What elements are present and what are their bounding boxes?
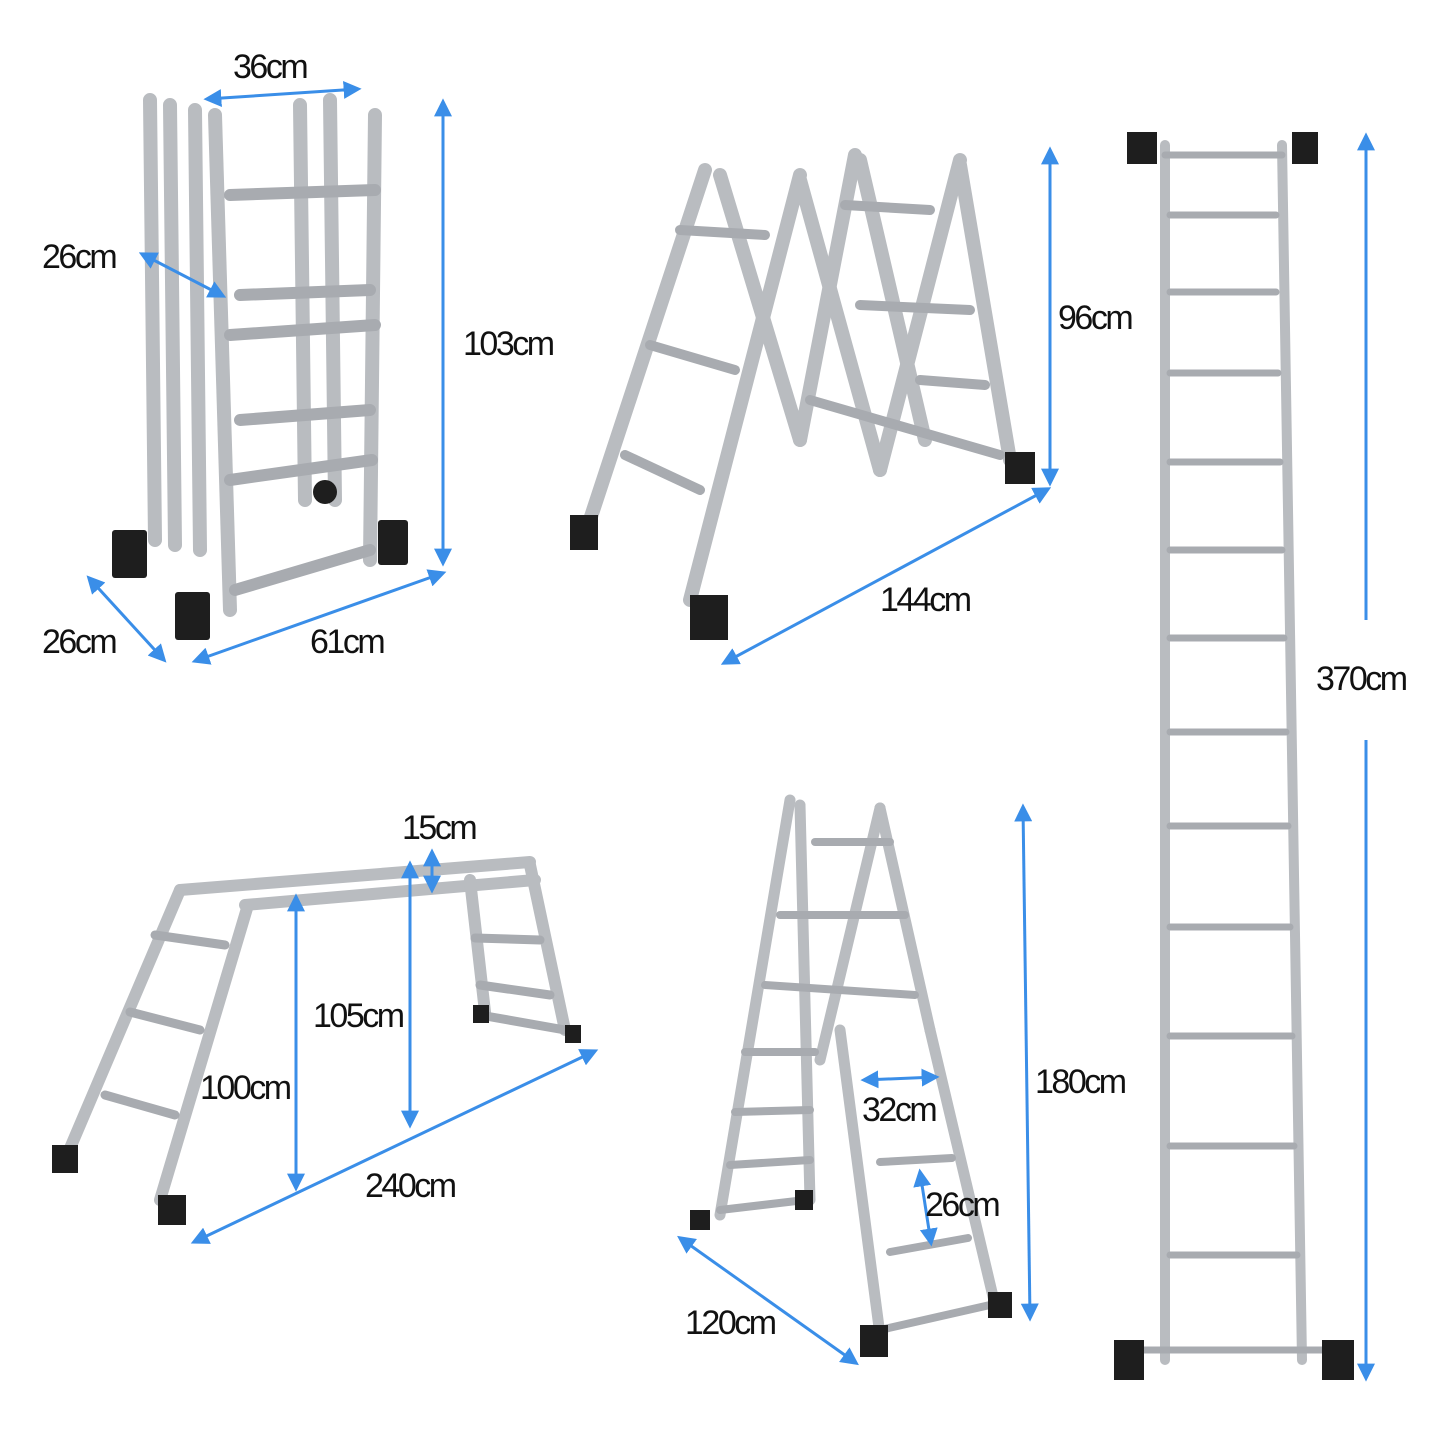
dimension-arrows xyxy=(86,80,1375,1382)
label-m-length: 144cm xyxy=(880,581,972,619)
arrow-26cm-bottom xyxy=(86,575,167,663)
m-shape-ladder xyxy=(570,148,1035,640)
folded-ladder xyxy=(112,93,408,640)
label-folded-width: 36cm xyxy=(233,48,309,86)
label-a-rung-spacing: 26cm xyxy=(925,1186,1001,1224)
label-scaffold-platform-height: 105cm xyxy=(313,997,405,1035)
arrow-240cm xyxy=(190,1049,599,1244)
label-m-height: 96cm xyxy=(1058,299,1134,337)
label-a-height: 180cm xyxy=(1035,1063,1127,1101)
arrow-180cm xyxy=(1014,803,1039,1322)
arrow-26cm-rung xyxy=(913,1168,938,1247)
arrow-61cm xyxy=(191,569,447,665)
arrow-120cm xyxy=(677,1235,859,1366)
arrow-144cm xyxy=(720,487,1052,665)
label-a-base: 120cm xyxy=(685,1304,777,1342)
label-folded-depth-bottom: 26cm xyxy=(42,623,118,661)
scaffold-ladder xyxy=(52,856,581,1225)
arrow-36cm xyxy=(203,80,362,108)
label-straight-height: 370cm xyxy=(1316,660,1408,698)
label-scaffold-gap: 15cm xyxy=(402,809,478,847)
arrow-26cm-side xyxy=(138,252,227,298)
arrow-32cm xyxy=(860,1068,940,1089)
label-scaffold-length: 240cm xyxy=(365,1167,457,1205)
straight-ladder xyxy=(1114,132,1354,1380)
label-folded-height: 103cm xyxy=(463,325,555,363)
label-folded-length: 61cm xyxy=(310,623,386,661)
label-folded-depth-side: 26cm xyxy=(42,238,118,276)
label-scaffold-leg-height: 100cm xyxy=(200,1069,292,1107)
a-frame-ladder xyxy=(690,794,1012,1357)
label-a-rung-width: 32cm xyxy=(862,1091,938,1129)
